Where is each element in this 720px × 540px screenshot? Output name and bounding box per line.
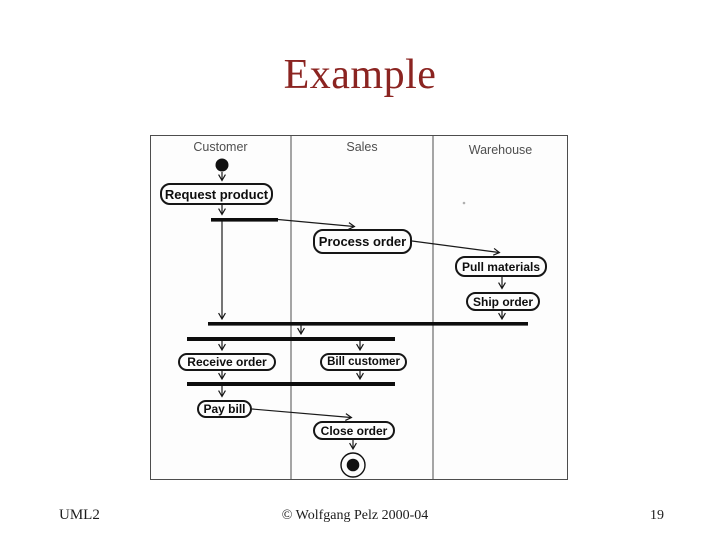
activity-node-ship-order: Ship order	[466, 292, 540, 311]
edge-fork1-to-process-order	[277, 218, 356, 230]
page-title: Example	[283, 52, 437, 98]
activity-node-bill-customer: Bill customer	[320, 353, 407, 371]
activity-diagram-graphics	[150, 135, 568, 480]
fork-bar-1	[211, 218, 278, 222]
activity-diagram: Customer Sales Warehouse Request product…	[150, 135, 568, 480]
activity-node-pay-bill: Pay bill	[197, 400, 252, 418]
activity-node-close-order: Close order	[313, 421, 395, 440]
lane-header-warehouse: Warehouse	[468, 143, 533, 157]
activity-node-request-product: Request product	[160, 183, 273, 205]
footer-course-label: UML2	[59, 507, 100, 523]
edge-process-order-to-pull-materials	[411, 240, 501, 256]
flow-edges	[218, 172, 506, 451]
footer-page-number: 19	[650, 508, 664, 523]
final-node-ring	[340, 452, 366, 478]
diagram-frame	[150, 135, 568, 480]
fork-bar-2	[187, 337, 395, 341]
activity-node-pull-materials: Pull materials	[455, 256, 547, 277]
edge-pay-bill-to-close-order	[251, 408, 353, 421]
join-bar-2	[187, 382, 395, 386]
scan-artifact-dot	[462, 201, 466, 205]
initial-node	[215, 158, 229, 172]
lane-header-customer: Customer	[193, 140, 248, 154]
final-node-core	[346, 458, 360, 472]
activity-node-receive-order: Receive order	[178, 353, 276, 371]
activity-node-process-order: Process order	[313, 229, 412, 254]
join-bar-1	[208, 322, 528, 326]
footer-copyright: © Wolfgang Pelz 2000-04	[281, 508, 429, 523]
lane-header-sales: Sales	[346, 140, 378, 154]
